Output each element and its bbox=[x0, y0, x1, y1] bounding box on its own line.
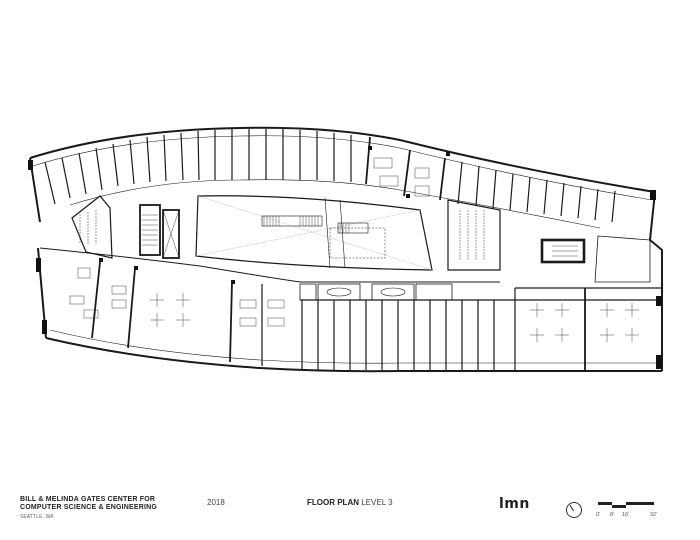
stair-core-east bbox=[540, 238, 586, 264]
title-block: BILL & MELINDA GATES CENTER FOR COMPUTER… bbox=[0, 496, 700, 540]
north-arrow-icon bbox=[566, 502, 582, 518]
scale-label-32: 32' bbox=[650, 512, 658, 518]
south-office-partitions bbox=[91, 261, 662, 370]
conference-room bbox=[317, 283, 361, 301]
scale-label-8: 8' bbox=[610, 512, 615, 518]
project-name: BILL & MELINDA GATES CENTER FOR COMPUTER… bbox=[20, 496, 157, 521]
north-facade bbox=[29, 126, 656, 193]
project-location: SEATTLE, WA bbox=[20, 514, 54, 520]
sheet-title: FLOOR PLAN LEVEL 3 bbox=[307, 498, 393, 507]
conference-room bbox=[371, 283, 415, 301]
scale-label-0: 0' bbox=[596, 512, 601, 518]
south-facade bbox=[45, 337, 662, 373]
project-line-2: COMPUTER SCIENCE & ENGINEERING bbox=[20, 504, 158, 511]
north-office-partitions bbox=[44, 129, 616, 223]
project-line-1: BILL & MELINDA GATES CENTER FOR bbox=[20, 496, 156, 503]
scale-label-16: 16' bbox=[622, 512, 630, 518]
west-classroom bbox=[71, 195, 113, 259]
scale-bar: 0' 8' 16' 32' bbox=[596, 502, 668, 522]
workstations bbox=[69, 157, 639, 342]
east-classroom bbox=[447, 199, 501, 271]
firm-logo: lmn bbox=[499, 496, 530, 512]
stair-core-west bbox=[139, 204, 161, 256]
sheet-level: LEVEL 3 bbox=[361, 498, 393, 507]
project-year: 2018 bbox=[207, 498, 225, 507]
sheet-title-bold: FLOOR PLAN bbox=[307, 498, 359, 507]
east-facade bbox=[648, 191, 663, 371]
elevator-west bbox=[162, 209, 180, 259]
